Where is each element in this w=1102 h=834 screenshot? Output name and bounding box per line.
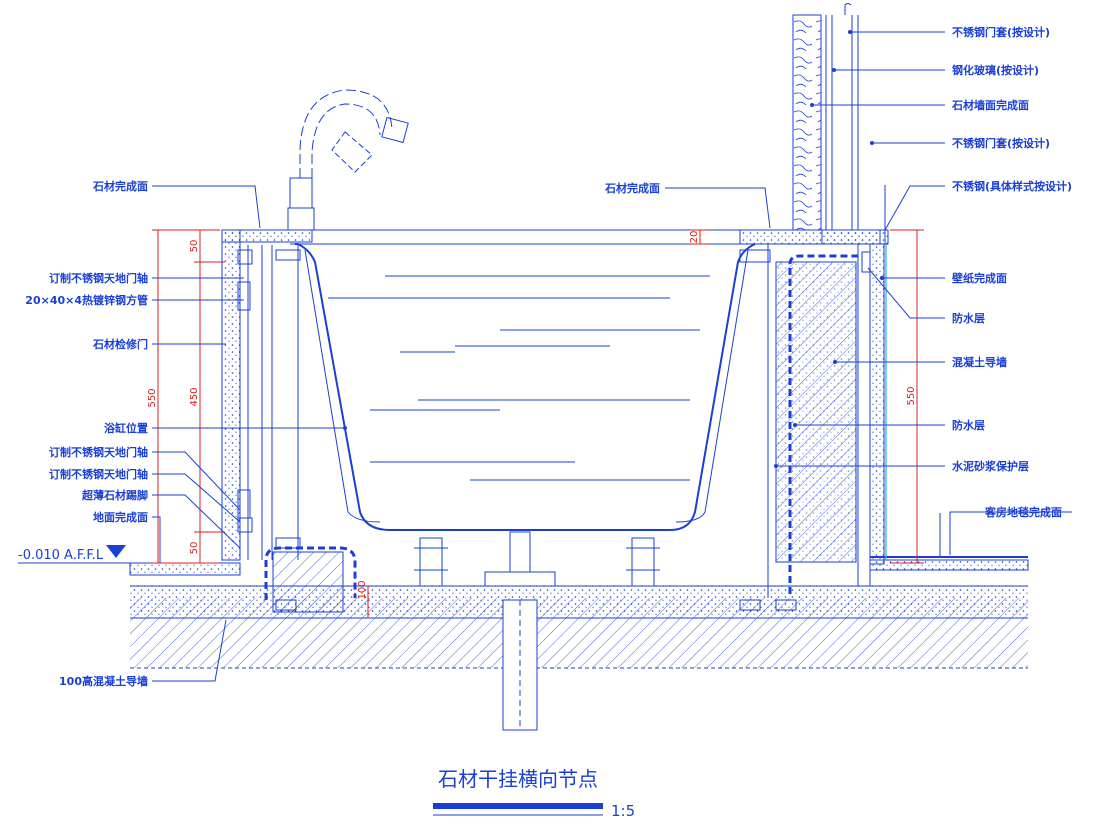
dim-left-mid: 450: [189, 387, 200, 406]
carpet-floor-right: [869, 513, 1029, 571]
label-stone-finish-center: 石材完成面: [604, 181, 660, 195]
leader-center: [665, 187, 771, 229]
label-steel-tube: 20×40×4热镀锌钢方管: [25, 293, 148, 307]
label-waterproof-2: 防水层: [952, 418, 985, 432]
left-stone-cladding: [221, 229, 313, 561]
label-floor-finish: 地面完成面: [93, 510, 148, 524]
dim-left-top: 50: [189, 240, 200, 253]
right-wall-finish: [857, 243, 887, 587]
label-waterproof-1: 防水层: [952, 311, 985, 325]
label-mortar-layer: 水泥砂浆保护层: [952, 459, 1029, 473]
left-concrete-curb: [264, 546, 357, 613]
dimensions-right: [367, 229, 924, 618]
drawing-scale: 1:5: [611, 802, 635, 820]
label-carpet-finish: 客房地毯完成面: [984, 505, 1062, 519]
bathtub: [240, 229, 790, 531]
upper-stone-wall: [792, 3, 889, 245]
level-marker: [18, 545, 132, 564]
label-concrete-curb: 100高混凝土导墙: [59, 674, 148, 688]
label-door-pivot-top: 订制不锈钢天地门轴: [49, 271, 148, 285]
title-underline: [433, 803, 603, 816]
label-door-pivot-2: 订制不锈钢天地门轴: [49, 445, 148, 459]
drain-pipe: [502, 599, 538, 731]
label-stone-skirting: 超薄石材踢脚: [81, 488, 148, 502]
label-stainless-steel: 不锈钢(具体样式按设计): [952, 179, 1072, 193]
right-concrete-wall: [739, 229, 881, 611]
dim-drain: 100: [357, 580, 368, 599]
label-stone-finish-left: 石材完成面: [92, 179, 148, 193]
dim-left-bottom: 50: [189, 542, 200, 555]
label-concrete-wall: 混凝土导墙: [952, 355, 1007, 369]
dim-right-outer: 550: [906, 386, 917, 405]
label-wallpaper: 壁纸完成面: [952, 271, 1007, 285]
drawing-title: 石材干挂横向节点: [438, 767, 598, 791]
label-steel-frame-1: 不锈钢门套(按设计): [952, 25, 1050, 39]
faucet: [287, 89, 409, 231]
dim-left-outer: 550: [147, 388, 158, 407]
label-steel-frame-2: 不锈钢门套(按设计): [952, 136, 1050, 150]
tub-legs: [414, 531, 660, 587]
leaders-left: [152, 185, 345, 682]
floor-finish-left: [129, 562, 241, 576]
label-access-door: 石材检修门: [92, 337, 148, 351]
leaders-right: [776, 31, 1072, 555]
level-text: -0.010 A.F.F.L: [18, 548, 104, 563]
label-stone-wall-finish: 石材墙面完成面: [951, 98, 1029, 112]
label-tempered-glass: 钢化玻璃(按设计): [952, 63, 1039, 77]
label-door-pivot-3: 订制不锈钢天地门轴: [49, 467, 148, 481]
dim-rim: 20: [689, 231, 700, 244]
label-tub-position: 浴缸位置: [104, 421, 148, 435]
leader-dots: [774, 30, 884, 468]
dimensions-left: [152, 229, 225, 564]
